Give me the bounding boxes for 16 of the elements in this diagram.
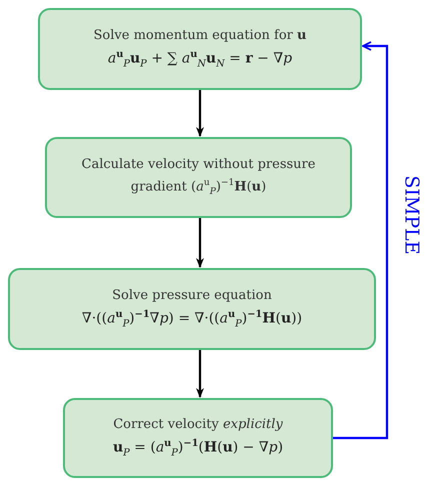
process-box	[63, 398, 333, 478]
edge-label: SIMPLE	[400, 175, 422, 255]
equation: u$_{P}$ = (a$^{u}$$_{P}$)$^{−1}$(H(u) − ∇p)	[112, 436, 284, 460]
arrow	[196, 350, 204, 398]
equation: ∇·((a$^{u}$$_{P}$)$^{−1}$∇p) = ∇·((a$^{u}$$_{P}$)$^{−1}$H(u))	[82, 308, 302, 332]
step-text: Correct velocity explicitly	[113, 416, 283, 434]
step-text: Calculate velocity without pressure gradient (a$^{u}$$_{P}$)$^{−1}$H(u)	[80, 156, 316, 200]
equation: a$^{u}$$_{P}$u$_{P}$ + ∑ a$^{u}$$_{N}$u$_{N}$ = r − ∇p	[108, 48, 292, 72]
process-box	[8, 268, 376, 350]
arrow	[333, 41, 388, 440]
step-text: Solve momentum equation for u	[94, 27, 306, 46]
step-text: Solve pressure equation	[112, 287, 272, 306]
arrow	[196, 218, 204, 268]
arrow	[196, 90, 204, 137]
process-box	[45, 137, 352, 218]
process-box	[38, 8, 362, 90]
